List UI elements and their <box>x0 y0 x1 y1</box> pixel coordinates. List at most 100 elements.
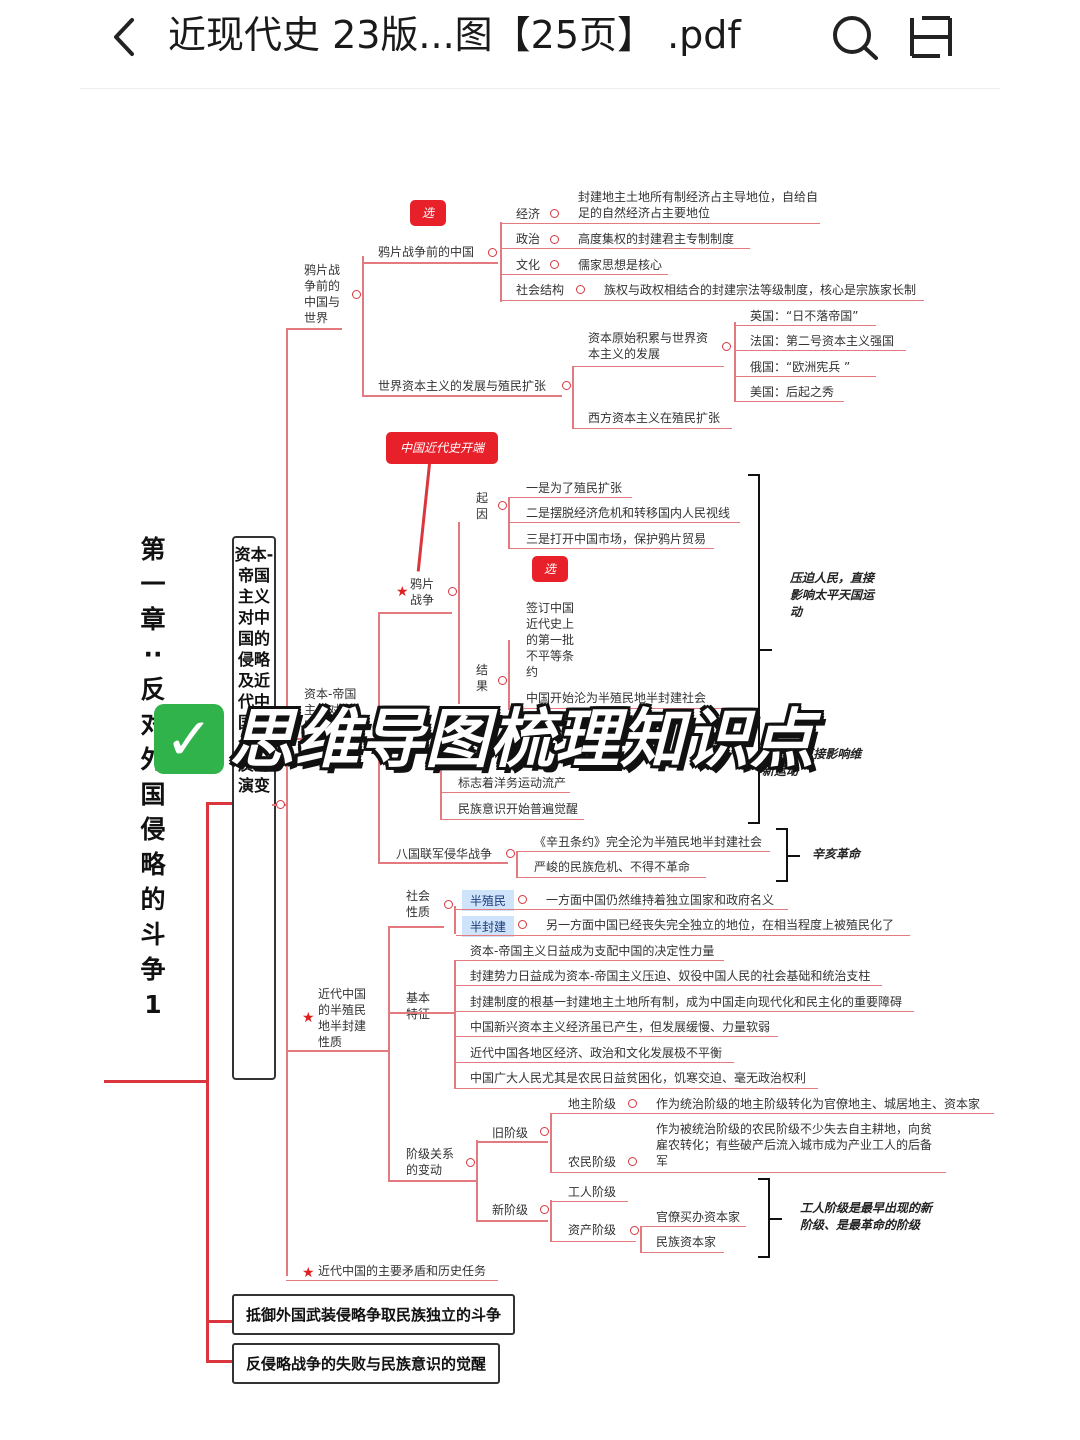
node-dot <box>352 290 361 299</box>
capital-accumulation: 资本原始积累与世界资本主义的发展 <box>588 331 709 361</box>
branch-line <box>388 1012 454 1014</box>
underline <box>440 792 570 793</box>
branch-line <box>550 1114 552 1172</box>
society-text: 族权与政权相结合的封建宗法等级制度，核心是宗族家长制 <box>604 283 917 297</box>
branch-line <box>476 1141 548 1143</box>
partial-text-2: 半殖 <box>518 751 543 765</box>
underline <box>550 1201 628 1202</box>
star-icon: ★ <box>302 1010 315 1026</box>
branch-line <box>362 395 562 397</box>
branch-line <box>640 1226 642 1252</box>
peasant-text: 作为被统治阶级的农民阶级不少失去自主耕地，向贫雇农转化；有些破产后流入城市成为产… <box>656 1122 933 1168</box>
chapter-underline <box>104 1080 208 1083</box>
underline <box>286 1280 498 1281</box>
node-dot <box>630 1226 639 1235</box>
worker-class: 工人阶级 <box>568 1185 617 1199</box>
underline <box>550 1241 636 1242</box>
cause-1: 一是为了殖民扩张 <box>526 481 623 495</box>
bracket <box>776 828 800 882</box>
node-dot <box>448 587 457 596</box>
node-dot <box>550 260 559 269</box>
branch-line <box>476 1220 548 1222</box>
branch-line <box>508 498 510 548</box>
semi-colonial-text: 一方面中国仍然维持着独立国家和政府名义 <box>546 893 775 907</box>
node-dot <box>466 1158 475 1167</box>
branch-connector <box>206 1360 232 1363</box>
node-dot <box>498 501 507 510</box>
bracket <box>758 1178 782 1258</box>
underline <box>640 1252 724 1253</box>
cause-2: 二是摆脱经济危机和转移国内人民视线 <box>526 506 731 520</box>
underline <box>734 350 906 351</box>
feature-label: 基本特征 <box>406 991 431 1021</box>
chevron-left-icon[interactable] <box>108 14 148 60</box>
underline <box>572 428 732 429</box>
underline <box>456 909 788 910</box>
search-icon[interactable] <box>828 14 882 60</box>
new-class-label: 新阶级 <box>492 1203 529 1217</box>
branch-line <box>516 852 518 878</box>
underline <box>550 1113 994 1114</box>
chapter-title: 第一章··反对外国侵略的斗争1 <box>140 535 166 1019</box>
politics-text: 高度集权的封建君主专制制度 <box>578 232 735 246</box>
banner-text: 思维导图梳理知识点 <box>230 703 815 777</box>
underline <box>500 274 668 275</box>
node-dot <box>576 285 585 294</box>
note-taiping-text: 压迫人民，直接影响太平天国运动 <box>790 571 875 619</box>
bubble-pointer <box>416 463 431 572</box>
world-label: 世界资本主义的发展与殖民扩张 <box>378 379 547 393</box>
branch-line <box>550 1200 552 1242</box>
document-title: 近现代史 23版...图【25页】 .pdf <box>168 13 741 57</box>
star-icon: ★ <box>302 1265 315 1281</box>
section-failure[interactable]: 反侵略战争的失败与民族意识的觉醒 <box>232 1343 501 1384</box>
culture-label: 文化 <box>516 258 541 272</box>
tag-semi-colonial: 半殖民 <box>462 890 515 911</box>
underline <box>508 548 714 549</box>
node-dot <box>550 209 559 218</box>
landlord-text: 作为统治阶级的地主阶级转化为官僚地主、城居地主、资本家 <box>656 1097 981 1111</box>
node-dot <box>722 342 731 351</box>
node-dot <box>540 1205 549 1214</box>
underline <box>500 300 924 301</box>
branch-line <box>454 906 456 934</box>
menu-icon[interactable] <box>906 14 956 60</box>
note-taiping: 压迫人民，直接影响太平天国运动 <box>790 570 876 621</box>
bourgeois-class: 资产阶级 <box>568 1223 617 1237</box>
westernization-failed: 标志着洋务运动流产 <box>458 776 567 790</box>
center-topic-box: 资本-帝国主义对中国的侵略及近代中国社会性质的演变 <box>232 536 276 1080</box>
node-dot <box>518 920 527 929</box>
branch-line <box>734 322 736 402</box>
section-resistance[interactable]: 抵御外国武装侵略争取民族独立的斗争 <box>232 1294 516 1335</box>
s1-label: 鸦片战争前的中国与世界 <box>304 263 341 325</box>
select-bubble: 选 <box>410 200 446 226</box>
feature-3: 封建制度的根基一封建地主土地所有制，成为中国走向现代化和民主化的重要障碍 <box>470 995 903 1009</box>
note-working-class: 工人阶级是最早出现的新阶级、是最革命的阶级 <box>800 1200 940 1234</box>
underline <box>734 325 876 326</box>
old-class-label: 旧阶级 <box>492 1126 529 1140</box>
note-working-class-text: 工人阶级是最早出现的新阶级、是最革命的阶级 <box>800 1201 933 1232</box>
top-bar: 近现代史 23版...图【25页】 .pdf <box>0 0 1080 88</box>
feature-5: 近代中国各地区经济、政治和文化发展极不平衡 <box>470 1046 723 1060</box>
underline <box>440 819 584 820</box>
underline <box>454 1062 734 1063</box>
partial-text-1: 条约》 <box>518 727 555 741</box>
underline <box>454 1088 818 1089</box>
node-dot <box>518 895 527 904</box>
note-xinhai: 辛亥革命 <box>812 847 861 861</box>
comprador-capitalist: 官僚买办资本家 <box>656 1210 741 1224</box>
node-dot <box>444 900 453 909</box>
underline <box>516 877 706 878</box>
underline <box>516 851 770 852</box>
bracket <box>748 474 772 824</box>
node-dot <box>540 1127 549 1136</box>
branch-line <box>388 1050 390 1180</box>
branch-line <box>378 612 452 614</box>
econ-text: 封建地主土地所有制经济占主导地位，自给自足的自然经济占主要地位 <box>578 190 819 220</box>
eight-nation-war: 八国联军侵华战争 <box>396 847 493 861</box>
peasant-label: 农民阶级 <box>568 1155 617 1169</box>
underline <box>454 960 724 961</box>
society-label: 社会结构 <box>516 283 565 297</box>
underline <box>456 935 910 936</box>
politics-label: 政治 <box>516 232 541 246</box>
underline <box>508 708 732 709</box>
